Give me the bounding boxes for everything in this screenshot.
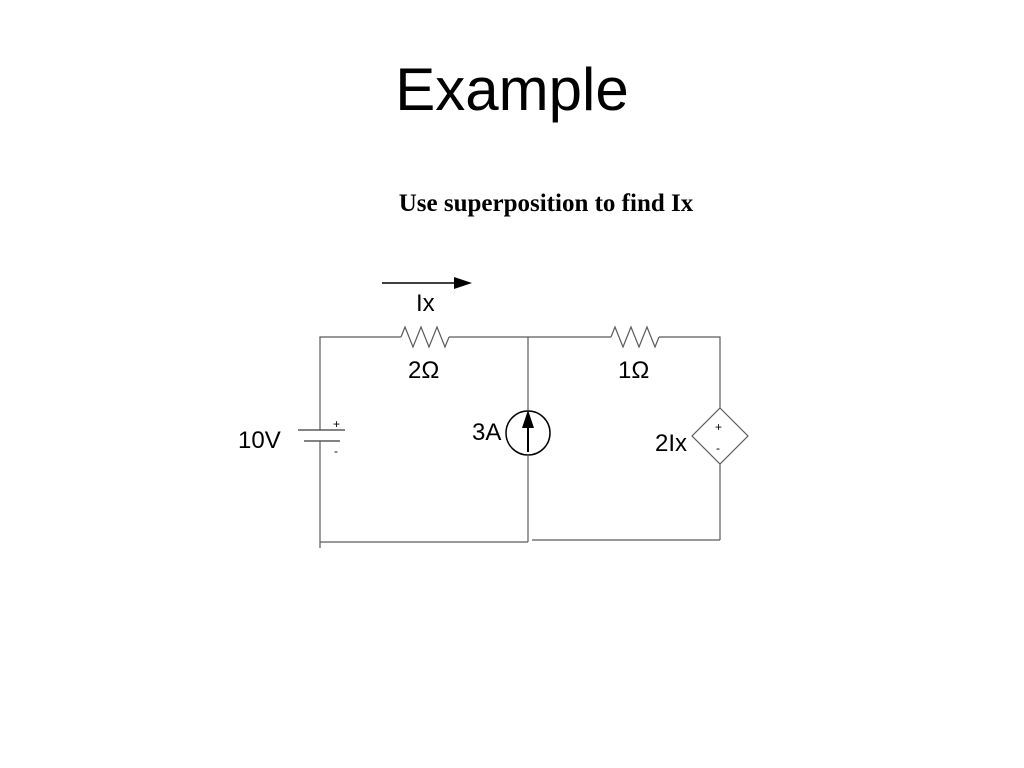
problem-instruction: Use superposition to find Ix — [398, 190, 694, 217]
resistor-2-ohm — [400, 325, 450, 349]
resistor-2-ohm-label: 2Ω — [408, 357, 439, 384]
resistor-1-ohm-label: 1Ω — [618, 357, 649, 384]
dependent-source-label: 2Ix — [655, 430, 687, 457]
right-wire — [691, 407, 749, 540]
battery-minus-sign: - — [334, 444, 338, 458]
dependent-source-plus-sign: + — [715, 420, 722, 434]
bottom-wire — [320, 539, 720, 543]
top-right-wire — [528, 325, 721, 408]
dependent-voltage-source — [691, 407, 749, 465]
middle-wire — [505, 337, 551, 542]
dependent-source-minus-sign: - — [716, 441, 720, 455]
slide-title: Example — [395, 56, 629, 123]
current-direction-arrow — [382, 277, 472, 289]
resistor-1-ohm — [610, 325, 660, 349]
voltage-source-label: 10V — [238, 427, 281, 454]
battery-plus-sign: + — [333, 417, 340, 431]
current-source-label: 3A — [472, 419, 501, 446]
current-ix-label: Ix — [416, 290, 435, 317]
top-left-wire — [319, 325, 528, 349]
left-wire — [298, 337, 345, 548]
